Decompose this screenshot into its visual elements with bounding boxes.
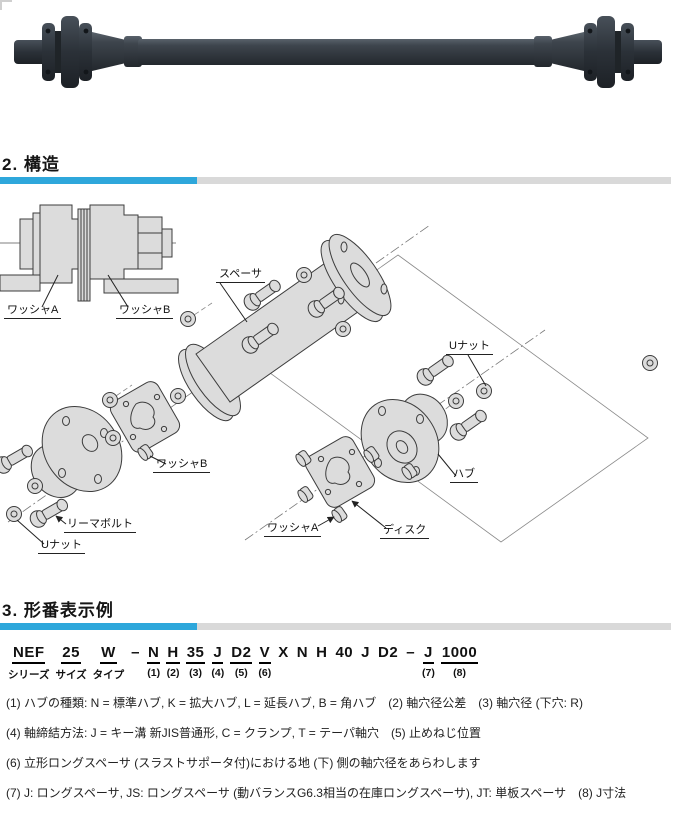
- label-inset-washer-b: ワッシャB: [116, 301, 174, 319]
- accent-bar: [0, 177, 197, 184]
- model-code-segment: N: [296, 644, 309, 665]
- model-code-segment: 1000 (8): [440, 644, 479, 679]
- label-disk: ディスク: [380, 521, 430, 539]
- label-reamer-bolt: リーマボルト: [64, 515, 136, 533]
- model-code-segment: D2: [377, 644, 399, 665]
- leader-washer-a: [317, 516, 335, 527]
- section-structure-rule: [0, 177, 671, 184]
- model-code-segment: X: [277, 644, 290, 665]
- section-structure-title: 2. 構造: [2, 155, 60, 174]
- label-washer-b: ワッシャB: [153, 455, 211, 473]
- model-code-text: 1000: [440, 644, 479, 664]
- model-code-sublabel: タイプ: [92, 669, 125, 681]
- model-code-segment: D2 (5): [230, 644, 253, 679]
- model-code-sublabel: (7): [422, 667, 435, 679]
- model-code-segment: N (1): [147, 644, 161, 679]
- section-model-example-rule: [0, 623, 671, 630]
- section-model-example-title: 3. 形番表示例: [2, 601, 114, 620]
- accent-bar: [0, 623, 197, 630]
- model-code-text: X: [278, 644, 289, 661]
- model-code-text: 25: [61, 644, 81, 664]
- model-code: NEF シリーズ 25 サイズ W タイプ – N (1) H (2) 35 (…: [8, 644, 479, 682]
- model-code-text: J: [423, 644, 434, 664]
- model-code-text: NEF: [11, 644, 46, 664]
- cross-section-inset: [0, 204, 179, 302]
- label-hub: ハブ: [450, 465, 478, 483]
- right-hub-drawing: [360, 393, 448, 484]
- model-code-sublabel: シリーズ: [8, 669, 50, 681]
- model-code-segment: V (6): [258, 644, 271, 679]
- model-code-text: J: [361, 644, 370, 661]
- left-coupling: [14, 16, 142, 88]
- model-code-sublabel: (2): [166, 667, 180, 679]
- model-code-segment: J (7): [422, 644, 435, 679]
- leader-washer-b: [149, 455, 167, 465]
- leader-spacer: [219, 282, 248, 323]
- spacer-drawing: [178, 233, 392, 422]
- model-code-text: –: [131, 644, 141, 661]
- model-code-text: J: [212, 644, 224, 664]
- model-code-segment: 35 (3): [185, 644, 206, 679]
- label-spacer: スペーサ: [216, 265, 266, 283]
- model-code-text: 35: [185, 644, 206, 664]
- model-code-sublabel: (5): [234, 667, 248, 679]
- exploded-view-drawing: [0, 204, 658, 545]
- model-code-text: –: [406, 644, 416, 661]
- leader-inset-washer-a: [41, 274, 59, 308]
- leader-hub: [437, 453, 457, 477]
- model-code-sublabel: (8): [453, 667, 466, 679]
- model-code-sublabel: (1): [147, 667, 161, 679]
- shaft-tube: [138, 39, 538, 65]
- note-line: (1) ハブの種類: N = 標準ハブ, K = 拡大ハブ, L = 延長ハブ,…: [6, 696, 583, 710]
- model-code-text: N: [147, 644, 161, 664]
- model-code-segment: –: [405, 644, 416, 665]
- label-inset-washer-a: ワッシャA: [4, 301, 62, 319]
- model-code-segment: J: [360, 644, 371, 665]
- leader-inset-washer-b: [107, 274, 129, 308]
- coupling-product-photo: [0, 0, 662, 88]
- label-washer-a: ワッシャA: [264, 519, 322, 537]
- leader-reamer-bolt: [55, 515, 67, 525]
- leader-disk: [351, 500, 387, 529]
- model-code-segment: H (2): [166, 644, 180, 679]
- model-code-text: V: [258, 644, 272, 664]
- leader-unut-bottom: [16, 519, 45, 545]
- model-code-text: H: [316, 644, 328, 661]
- note-line: (4) 軸締結方法: J = キー溝 新JIS普通形, C = クランプ, T …: [6, 726, 482, 740]
- model-code-text: D2: [230, 644, 253, 664]
- model-code-sublabel: サイズ: [55, 669, 87, 681]
- model-code-segment: J (4): [211, 644, 224, 679]
- model-code-segment: H: [315, 644, 328, 665]
- model-code-text: 40: [335, 644, 354, 661]
- left-hub-drawing: [30, 405, 123, 498]
- label-u-nut-top: Uナット: [446, 337, 493, 355]
- right-coupling: [534, 16, 662, 88]
- leader-unut-top: [467, 354, 487, 387]
- model-code-sublabel: (6): [258, 667, 272, 679]
- note-line: (6) 立形ロングスペーサ (スラストサポータ付)における地 (下) 側の軸穴径…: [6, 756, 481, 770]
- model-code-segment: –: [130, 644, 141, 665]
- model-code-text: D2: [378, 644, 399, 661]
- model-code-text: W: [100, 644, 117, 664]
- note-line: (7) J: ロングスペーサ, JS: ロングスペーサ (動バランスG6.3相当…: [6, 786, 627, 800]
- model-code-segment: NEF シリーズ: [8, 644, 49, 682]
- model-code-segment: W タイプ: [93, 644, 125, 682]
- model-code-text: H: [166, 644, 180, 664]
- model-code-text: N: [296, 644, 309, 661]
- label-u-nut-bottom: Uナット: [38, 536, 85, 554]
- model-code-segment: 25 サイズ: [55, 644, 86, 682]
- model-code-sublabel: (4): [211, 667, 225, 679]
- model-code-sublabel: (3): [189, 667, 202, 679]
- model-code-segment: 40: [334, 644, 354, 665]
- structure-diagram: ワッシャA ワッシャB スペーサ Uナット ハブ ワッシャB ワッシャA ディス…: [0, 195, 676, 590]
- model-code-notes: (1) ハブの種類: N = 標準ハブ, K = 拡大ハブ, L = 延長ハブ,…: [6, 688, 674, 808]
